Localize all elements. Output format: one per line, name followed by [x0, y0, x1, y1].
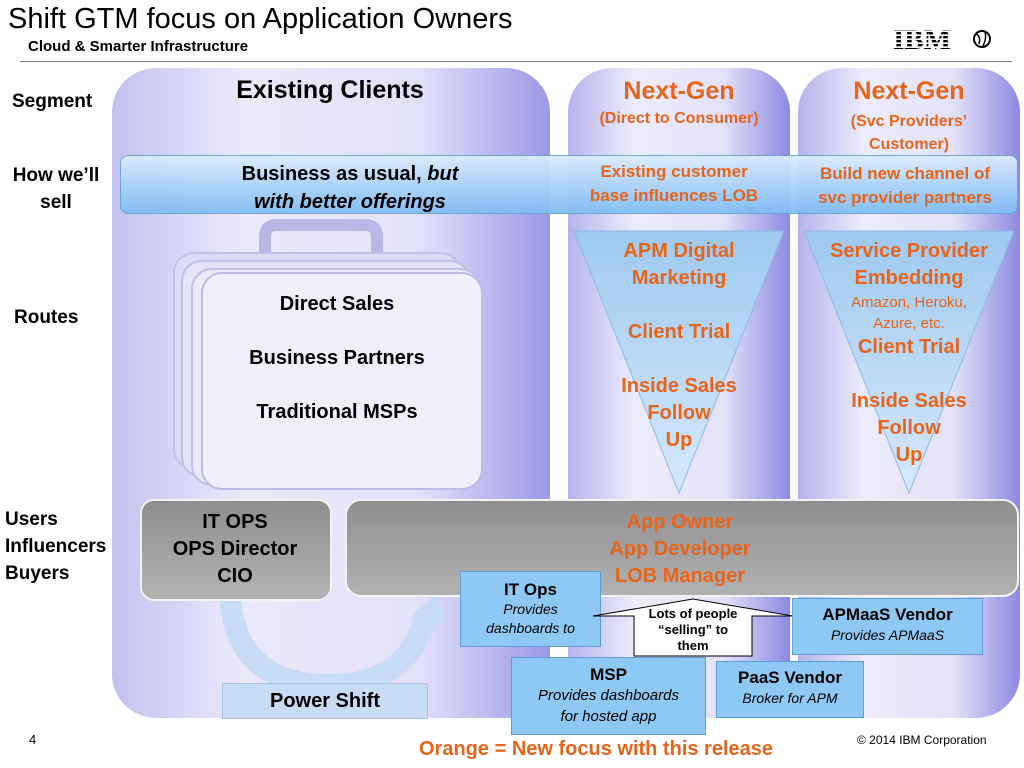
existing-clients-heading: Existing Clients: [236, 76, 424, 104]
nextgen-svc-heading: Next-Gen: [853, 77, 965, 105]
existing-users-box: [140, 499, 332, 601]
page-subtitle: Cloud & Smarter Infrastructure: [28, 38, 249, 55]
nextgen-svc-subheading: (Svc Providers’Customer): [850, 113, 968, 153]
briefcase-icon: [173, 219, 483, 490]
nextgen-direct-heading: Next-Gen: [623, 77, 735, 105]
power-shift-label: Power Shift: [222, 683, 428, 719]
selling-arrow-text: Lots of people “selling” to them: [648, 606, 738, 653]
existing-routes-list: Direct Sales Business Partners Tradition…: [249, 293, 425, 423]
nextgen-direct-routes: APM Digital Marketing Client Trial Insid…: [621, 240, 737, 451]
existing-users-text: IT OPS OPS Director CIO: [172, 511, 298, 587]
copyright: © 2014 IBM Corporation: [857, 733, 987, 747]
app-owners-box: [345, 499, 1019, 597]
nextgen-svc-routes: Service Provider Embedding Amazon, Herok…: [830, 240, 988, 466]
nextgen-direct-subheading: (Direct to Consumer): [599, 110, 759, 127]
nextgen-direct-funnel: [573, 230, 785, 495]
row-label-routes: Routes: [14, 307, 79, 328]
paas-vendor-box: PaaS Vendor Broker for APM: [716, 661, 864, 718]
it-ops-box: IT Ops Provides dashboards to: [460, 571, 601, 647]
apmaas-vendor-box: APMaaS Vendor Provides APMaaS: [792, 598, 983, 655]
svg-text:IBM: IBM: [893, 24, 951, 54]
nextgen-svc-funnel: [803, 230, 1015, 495]
msp-box: MSP Provides dashboards for hosted app: [511, 657, 706, 735]
selling-arrow: [592, 598, 794, 657]
header-divider: [20, 61, 1012, 62]
page-title: Shift GTM focus on Application Owners: [8, 3, 513, 35]
ibm-logo: IBM: [893, 24, 993, 56]
legend-note: Orange = New focus with this release: [419, 738, 774, 760]
existing-sell-text: Business as usual, but with better offer…: [241, 163, 459, 213]
page-number: 4: [29, 732, 37, 747]
row-label-segment: Segment: [12, 91, 93, 112]
app-owners-text: App Owner App Developer LOB Manager: [609, 511, 751, 587]
how-we-sell-bar: [120, 155, 1018, 214]
